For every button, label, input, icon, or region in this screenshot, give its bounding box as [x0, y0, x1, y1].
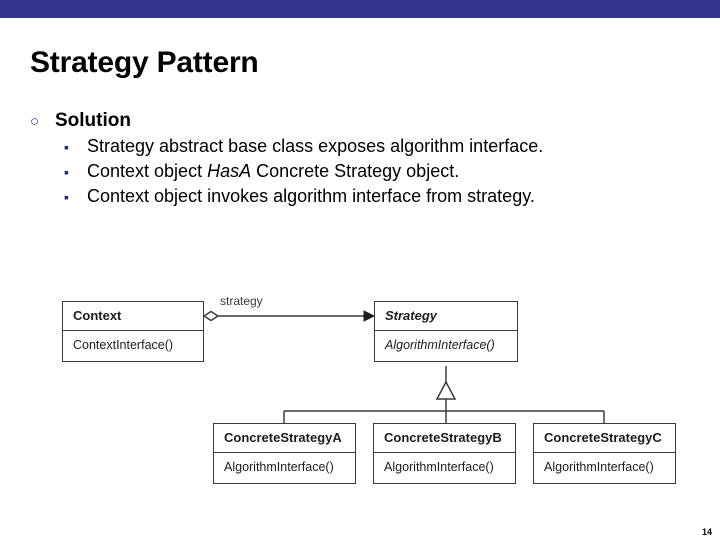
association-role-label: strategy [220, 294, 263, 308]
page-number: 14 [701, 527, 712, 537]
uml-class-name: ConcreteStrategyA [214, 424, 355, 453]
uml-class-concrete-strategy-c[interactable]: ConcreteStrategyC AlgorithmInterface() [533, 423, 676, 484]
bullet-level2-label: Context object invokes algorithm interfa… [87, 186, 535, 207]
uml-class-context[interactable]: Context ContextInterface() [62, 301, 204, 362]
bullet-text-run: Strategy abstract base class exposes alg… [87, 136, 544, 156]
uml-class-name: ConcreteStrategyC [534, 424, 675, 453]
uml-class-diagram: strategy Context ContextInterface() Stra… [0, 276, 720, 501]
square-bullet-icon: ▪ [64, 164, 69, 180]
circle-outline-bullet-icon: ○ [30, 113, 40, 130]
aggregation-diamond-icon [202, 310, 220, 322]
uml-connectors [202, 310, 605, 423]
uml-class-operations: AlgorithmInterface() [224, 460, 334, 474]
bullet-text-run-emphasis: HasA [207, 161, 252, 181]
uml-class-name: Context [63, 302, 203, 331]
square-bullet-icon: ▪ [64, 139, 69, 155]
inheritance-triangle-icon [435, 380, 457, 400]
bullet-level2-item-2: ▪ Context object HasA Concrete Strategy … [64, 161, 690, 182]
uml-class-operations: ContextInterface() [73, 338, 174, 352]
uml-class-operations: AlgorithmInterface() [544, 460, 654, 474]
uml-class-concrete-strategy-b[interactable]: ConcreteStrategyB AlgorithmInterface() [373, 423, 516, 484]
uml-class-name: ConcreteStrategyB [374, 424, 515, 453]
uml-class-strategy[interactable]: Strategy AlgorithmInterface() [374, 301, 518, 362]
uml-class-concrete-strategy-a[interactable]: ConcreteStrategyA AlgorithmInterface() [213, 423, 356, 484]
bullet-level2-item-1: ▪ Strategy abstract base class exposes a… [64, 136, 690, 157]
bullet-level2-item-3: ▪ Context object invokes algorithm inter… [64, 186, 690, 207]
page-title: Strategy Pattern [30, 46, 259, 79]
bullet-level1-solution: ○ Solution [30, 110, 690, 132]
navigable-arrowhead-icon [363, 310, 376, 322]
bullet-level2-label: Context object HasA Concrete Strategy ob… [87, 161, 459, 182]
bullet-list: ○ Solution ▪ Strategy abstract base clas… [30, 110, 690, 211]
bullet-text-run: Context object [87, 161, 208, 181]
bullet-text-run: Concrete Strategy object. [251, 161, 460, 181]
square-bullet-icon: ▪ [64, 189, 69, 205]
bullet-level2-label: Strategy abstract base class exposes alg… [87, 136, 543, 157]
uml-class-operations: AlgorithmInterface() [385, 338, 495, 352]
uml-class-name: Strategy [375, 302, 517, 331]
uml-class-operations: AlgorithmInterface() [384, 460, 494, 474]
bullet-text-run: Context object invokes algorithm interfa… [87, 186, 535, 206]
bullet-level1-label: Solution [55, 110, 131, 131]
top-accent-bar [0, 0, 720, 18]
